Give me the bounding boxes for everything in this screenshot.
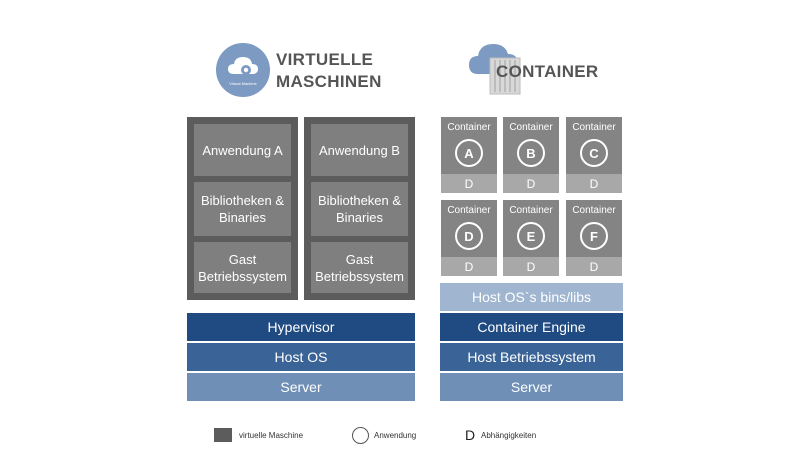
container-b: Container B D bbox=[503, 117, 559, 193]
vm-host-os-bar: Host OS bbox=[187, 343, 415, 371]
hypervisor-bar: Hypervisor bbox=[187, 313, 415, 341]
vm-libs-block: Bibliotheken & Binaries bbox=[311, 182, 408, 236]
vm-app-block: Anwendung B bbox=[311, 124, 408, 176]
application-circle-icon: C bbox=[580, 139, 608, 167]
vm-column-b: Anwendung B Bibliotheken & Binaries Gast… bbox=[304, 117, 415, 300]
vm-server-bar: Server bbox=[187, 373, 415, 401]
container-label: Container bbox=[509, 205, 553, 216]
vm-guest-os-block: Gast Betriebssystem bbox=[194, 242, 291, 293]
container-label: Container bbox=[572, 205, 616, 216]
legend-dep-label: Abhängigkeiten bbox=[481, 431, 537, 440]
container-f: Container F D bbox=[566, 200, 622, 276]
application-circle-icon: A bbox=[455, 139, 483, 167]
vm-icon-caption: Virtual Machine bbox=[229, 81, 257, 86]
container-e: Container E D bbox=[503, 200, 559, 276]
application-circle-icon: D bbox=[455, 222, 483, 250]
application-circle-icon: E bbox=[517, 222, 545, 250]
container-label: Container bbox=[447, 205, 491, 216]
vm-column-a: Anwendung A Bibliotheken & Binaries Gast… bbox=[187, 117, 298, 300]
vm-title-line2: MASCHINEN bbox=[276, 72, 382, 91]
vm-cloud-gear-icon: Virtual Machine bbox=[216, 43, 270, 97]
dependency-strip: D bbox=[441, 174, 497, 193]
vm-app-block: Anwendung A bbox=[194, 124, 291, 176]
legend-vm-label: virtuelle Maschine bbox=[239, 431, 304, 440]
dependency-strip: D bbox=[503, 174, 559, 193]
container-label: Container bbox=[447, 122, 491, 133]
container-d: Container D D bbox=[441, 200, 497, 276]
legend-dep-symbol: D bbox=[465, 427, 476, 443]
legend-app-circle-icon bbox=[352, 427, 369, 444]
container-a: Container A D bbox=[441, 117, 497, 193]
host-bins-libs-bar: Host OS`s bins/libs bbox=[440, 283, 623, 311]
application-circle-icon: F bbox=[580, 222, 608, 250]
vm-title: VIRTUELLE MASCHINEN bbox=[276, 49, 382, 93]
dependency-strip: D bbox=[441, 257, 497, 276]
vm-libs-block: Bibliotheken & Binaries bbox=[194, 182, 291, 236]
container-engine-bar: Container Engine bbox=[440, 313, 623, 341]
vm-title-line1: VIRTUELLE bbox=[276, 50, 374, 69]
legend-vm-swatch bbox=[214, 428, 232, 442]
host-betriebssystem-bar: Host Betriebssystem bbox=[440, 343, 623, 371]
container-label: Container bbox=[509, 122, 553, 133]
vm-guest-os-block: Gast Betriebssystem bbox=[311, 242, 408, 293]
dependency-strip: D bbox=[566, 257, 622, 276]
container-c: Container C D bbox=[566, 117, 622, 193]
container-server-bar: Server bbox=[440, 373, 623, 401]
legend-app-label: Anwendung bbox=[374, 431, 417, 440]
container-title: CONTAINER bbox=[496, 62, 599, 81]
container-cloud-icon bbox=[468, 40, 530, 105]
dependency-strip: D bbox=[566, 174, 622, 193]
dependency-strip: D bbox=[503, 257, 559, 276]
container-label: Container bbox=[572, 122, 616, 133]
application-circle-icon: B bbox=[517, 139, 545, 167]
